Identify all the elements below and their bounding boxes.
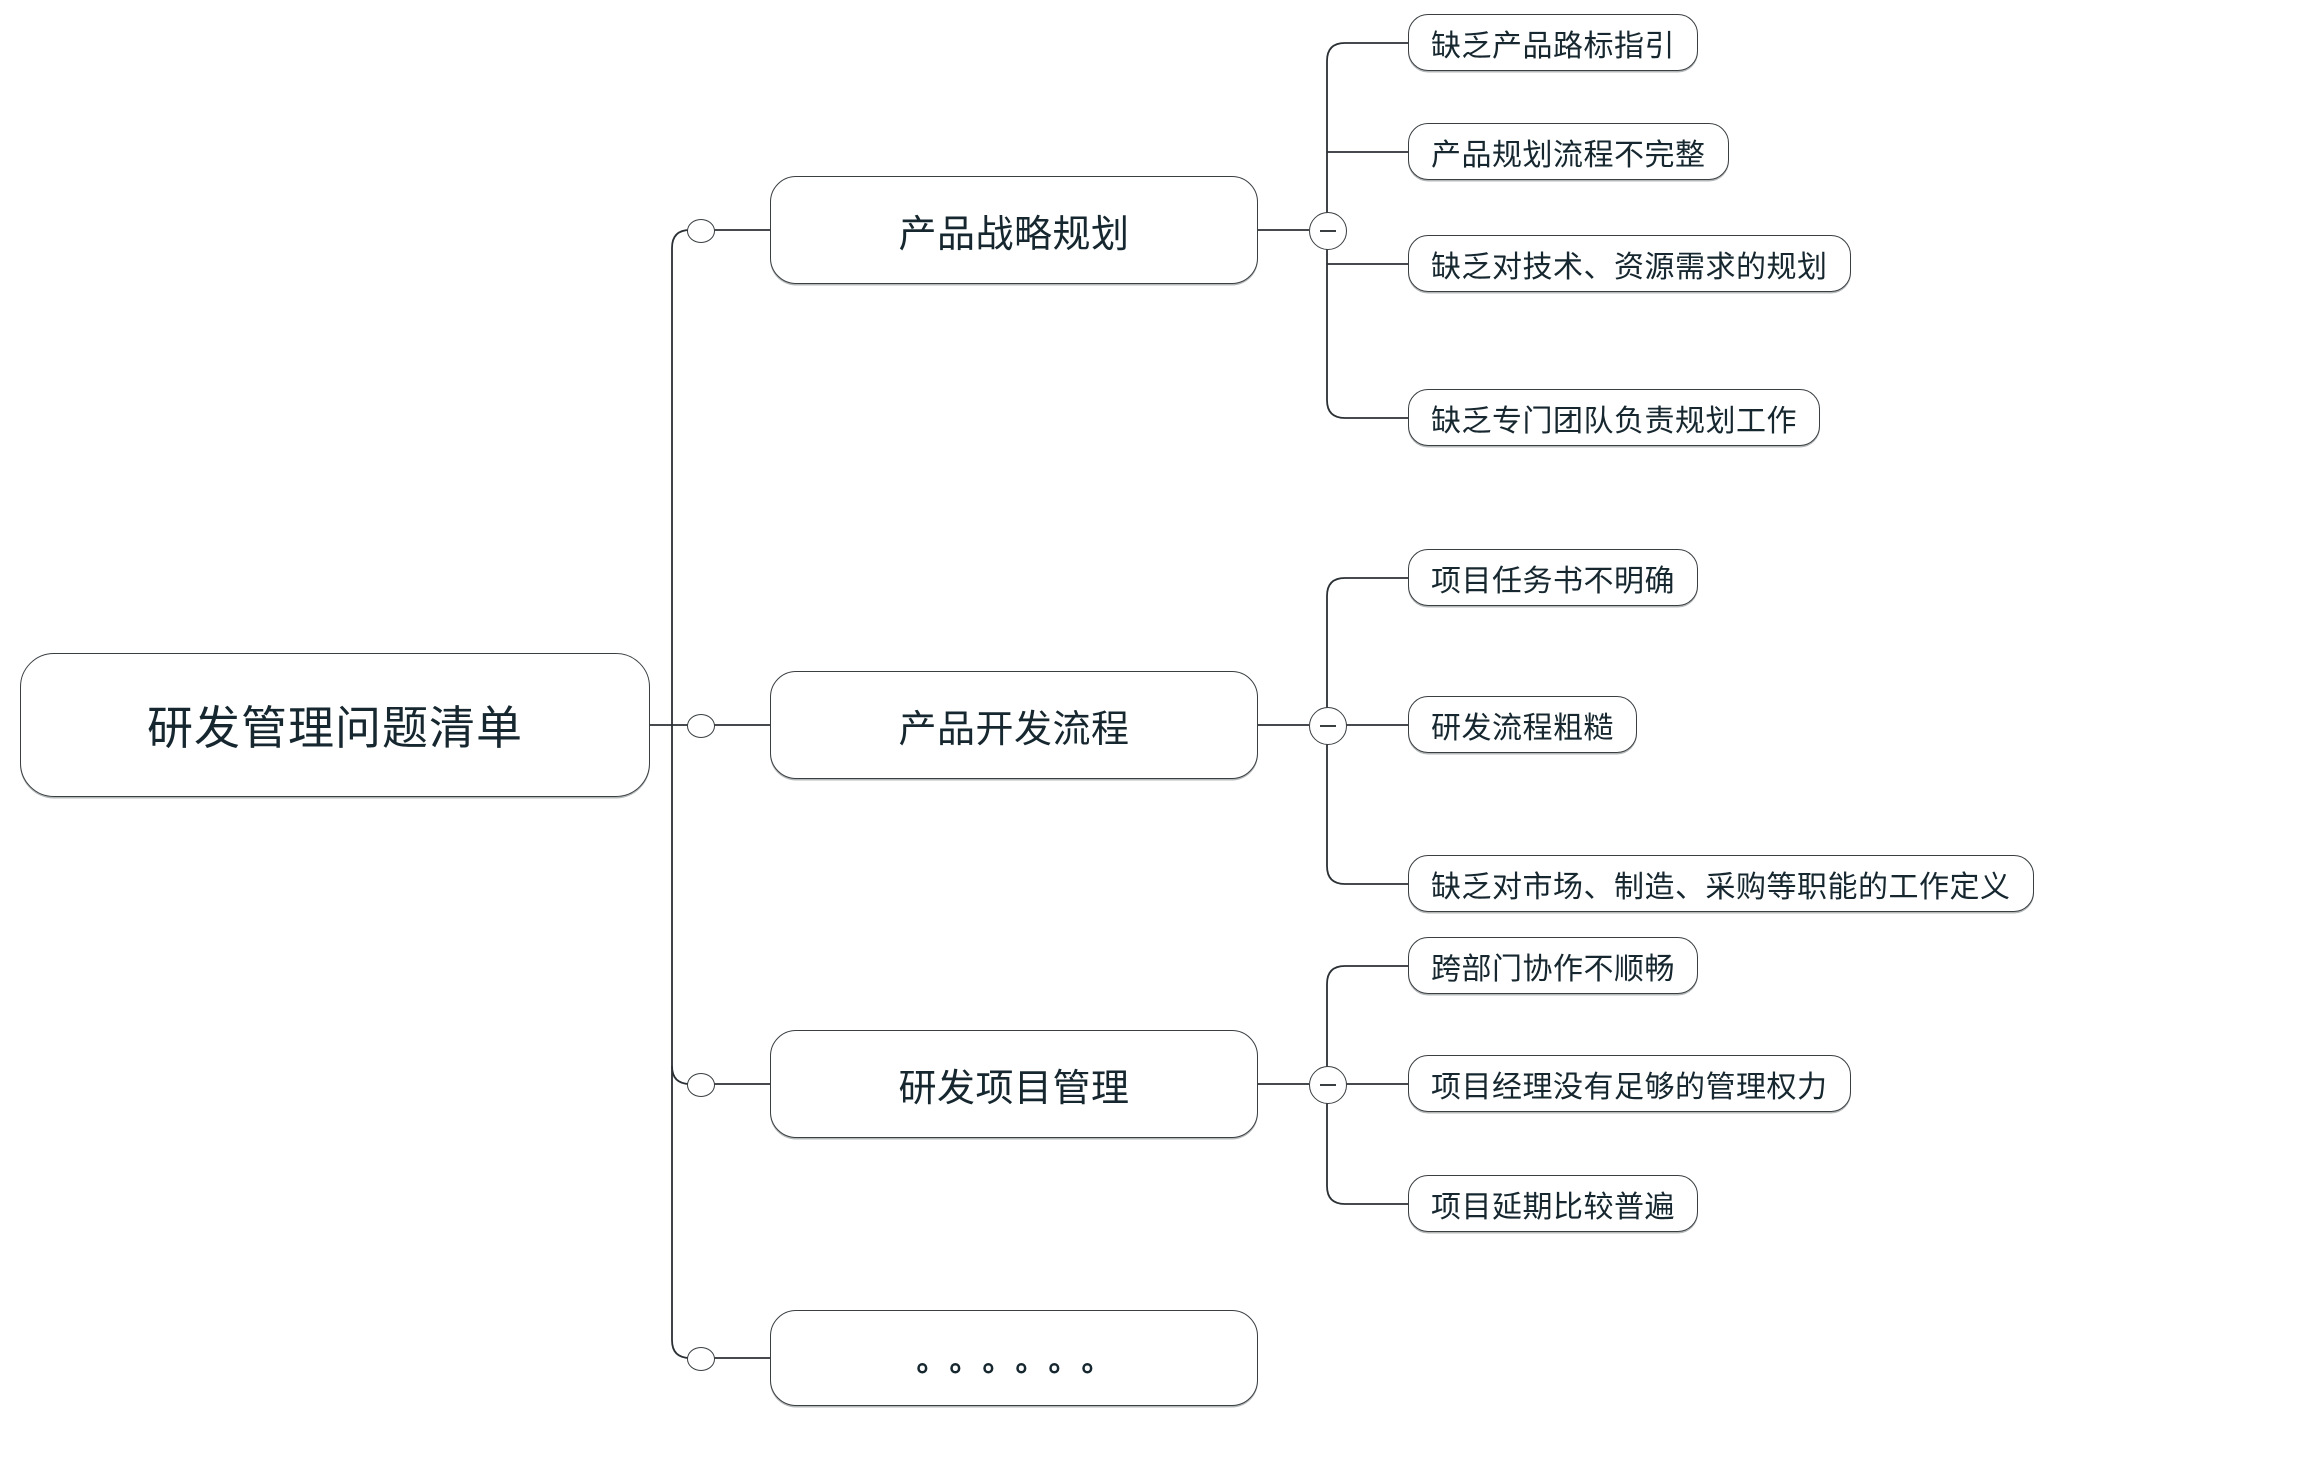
leaf-node-label: 缺乏产品路标指引 [1431, 29, 1675, 63]
leaf-node[interactable]: 缺乏对市场、制造、采购等职能的工作定义 [1408, 855, 2034, 912]
leaf-node-label: 缺乏专门团队负责规划工作 [1431, 404, 1797, 438]
leaf-node[interactable]: 缺乏产品路标指引 [1408, 14, 1698, 71]
leaf-node-label: 研发流程粗糙 [1431, 711, 1614, 745]
leaf-node[interactable]: 项目任务书不明确 [1408, 549, 1698, 606]
collapse-minus-icon-branch-0[interactable] [1309, 212, 1347, 250]
leaf-node-label: 缺乏对技术、资源需求的规划 [1431, 250, 1828, 284]
leaf-node[interactable]: 产品规划流程不完整 [1408, 123, 1729, 180]
leaf-node-label: 项目经理没有足够的管理权力 [1431, 1070, 1828, 1104]
branch-hub-0[interactable] [687, 219, 715, 243]
collapse-minus-icon-branch-2[interactable] [1309, 1066, 1347, 1104]
branch-hub-2[interactable] [687, 1073, 715, 1097]
leaf-node[interactable]: 缺乏对技术、资源需求的规划 [1408, 235, 1851, 292]
collapse-minus-icon-branch-1[interactable] [1309, 707, 1347, 745]
minus-bar [1320, 725, 1336, 727]
branch-node-label: 产品战略规划 [898, 213, 1130, 256]
branch-hub-3[interactable] [687, 1347, 715, 1371]
leaf-node[interactable]: 项目经理没有足够的管理权力 [1408, 1055, 1851, 1112]
root-node[interactable]: 研发管理问题清单 [20, 653, 650, 797]
minus-bar [1320, 230, 1336, 232]
leaf-node[interactable]: 跨部门协作不顺畅 [1408, 937, 1698, 994]
branch-node-label: 。。。。。。 [916, 1345, 1130, 1378]
minus-bar [1320, 1084, 1336, 1086]
branch-node-product-strategy[interactable]: 产品战略规划 [770, 176, 1258, 284]
leaf-node[interactable]: 研发流程粗糙 [1408, 696, 1637, 753]
branch-node-product-development[interactable]: 产品开发流程 [770, 671, 1258, 779]
leaf-node-label: 项目延期比较普遍 [1431, 1190, 1675, 1224]
leaf-node-label: 产品规划流程不完整 [1431, 138, 1706, 172]
branch-node-label: 产品开发流程 [898, 708, 1130, 751]
branch-hub-1[interactable] [687, 714, 715, 738]
leaf-node-label: 跨部门协作不顺畅 [1431, 952, 1675, 986]
branch-node-rd-project-management[interactable]: 研发项目管理 [770, 1030, 1258, 1138]
leaf-node[interactable]: 缺乏专门团队负责规划工作 [1408, 389, 1820, 446]
root-node-label: 研发管理问题清单 [147, 702, 523, 754]
branch-node-ellipsis[interactable]: 。。。。。。 [770, 1310, 1258, 1406]
branch-node-label: 研发项目管理 [898, 1067, 1130, 1110]
leaf-node-label: 缺乏对市场、制造、采购等职能的工作定义 [1431, 870, 2011, 904]
leaf-node[interactable]: 项目延期比较普遍 [1408, 1175, 1698, 1232]
leaf-node-label: 项目任务书不明确 [1431, 564, 1675, 598]
